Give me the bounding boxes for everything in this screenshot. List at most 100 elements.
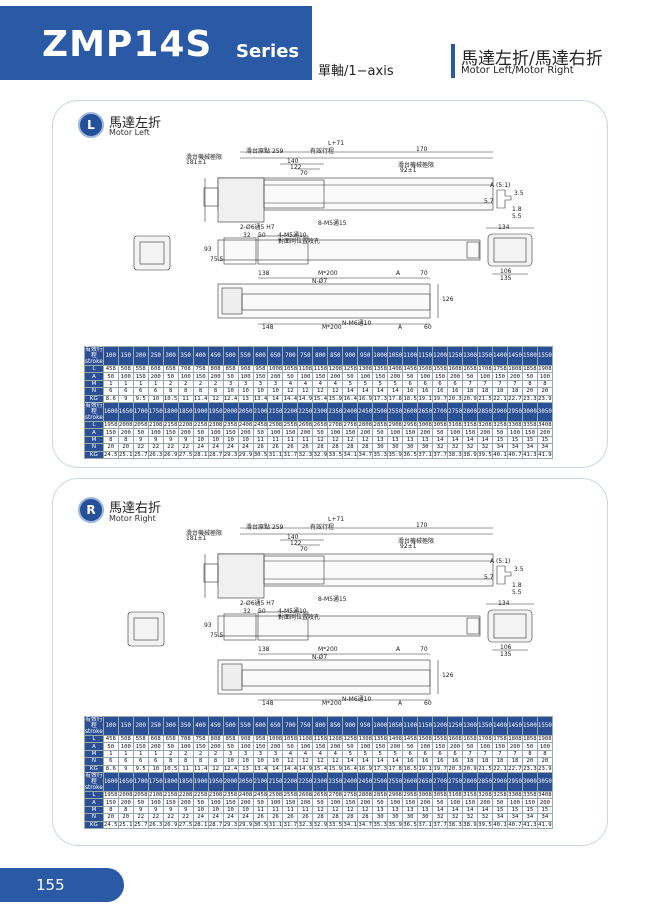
- table-cell: 100: [357, 372, 374, 381]
- page-footer: 155: [0, 868, 124, 902]
- table-cell: 36.5: [402, 820, 419, 829]
- table-cell: 700: [282, 346, 299, 366]
- table-cell: 18.5: [402, 394, 419, 403]
- table-cell: 21.5: [477, 764, 493, 773]
- table-cell: 50: [372, 428, 389, 437]
- table-cell: 50: [102, 372, 119, 381]
- table-cell: 50: [521, 372, 538, 381]
- table-cell: 32: [477, 813, 493, 822]
- table-cell: 2008: [117, 420, 134, 430]
- table-cell: 12: [207, 764, 224, 773]
- table-cell: 2100: [252, 771, 269, 792]
- table-cell: 8: [102, 435, 119, 445]
- table-cell: 2658: [312, 420, 329, 430]
- table-cell: 10: [222, 805, 239, 815]
- table-cell: 10: [147, 394, 164, 403]
- table-cell: 15: [521, 805, 538, 815]
- table-cell: 20: [102, 813, 119, 822]
- table-cell: 1250: [447, 716, 464, 736]
- table-cell: 2: [177, 749, 194, 759]
- row-header: 有效行程 stroke: [84, 401, 104, 422]
- table-cell: 16.9: [357, 394, 374, 403]
- table-cell: 1150: [417, 716, 434, 736]
- table-cell: 32.9: [312, 450, 329, 459]
- table-cell: 18: [462, 757, 479, 766]
- table-cell: 20.3: [447, 394, 464, 403]
- table-cell: 34.1: [342, 450, 359, 459]
- table-cell: 100: [447, 798, 464, 807]
- table-cell: 22: [162, 443, 179, 452]
- dim-label: A: [396, 270, 401, 277]
- table-cell: 3308: [506, 790, 523, 800]
- table-cell: 3408: [536, 420, 553, 430]
- table-cell: 100: [536, 372, 553, 381]
- table-cell: 200: [357, 798, 374, 807]
- table-cell: 3108: [447, 420, 464, 430]
- header-banner: ZMP14S Series: [0, 6, 312, 80]
- table-cell: 34: [492, 813, 508, 822]
- table-cell: 150: [402, 428, 419, 437]
- table-cell: 12: [327, 805, 344, 815]
- table-cell: 30.5: [252, 450, 269, 459]
- table-cell: 13: [237, 764, 254, 773]
- table-cell: 2108: [147, 790, 164, 800]
- table-cell: 28: [327, 443, 344, 452]
- table-cell: 14.9: [297, 394, 314, 403]
- table-cell: 1500: [521, 716, 538, 736]
- table-cell: 15: [536, 805, 553, 815]
- table-cell: 30: [387, 443, 404, 452]
- table-cell: 3: [252, 749, 269, 759]
- table-cell: 21.5: [477, 394, 493, 403]
- dim-label: 60: [424, 324, 432, 331]
- table-cell: 100: [506, 798, 523, 807]
- table-cell: 26: [282, 443, 299, 452]
- table-cell: 458: [102, 364, 119, 374]
- table-cell: 3408: [536, 790, 553, 800]
- table-cell: 19.1: [417, 394, 434, 403]
- table-cell: 858: [222, 364, 239, 374]
- table-cell: 50: [252, 428, 269, 437]
- dim-label: M*200: [322, 700, 342, 707]
- table-cell: 8: [102, 805, 119, 815]
- table-cell: 19.7: [432, 764, 449, 773]
- table-cell: 28: [357, 813, 374, 822]
- dim-label: 1.8: [512, 206, 522, 213]
- dim-label: 5.7: [484, 198, 494, 205]
- table-cell: 2150: [267, 401, 284, 422]
- table-cell: 1258: [342, 364, 359, 374]
- dim-label: A: [398, 324, 403, 331]
- table-cell: 24: [237, 443, 254, 452]
- dim-label: A (5:1): [490, 182, 511, 189]
- table-cell: 13: [372, 435, 389, 445]
- table-cell: 4: [282, 749, 299, 759]
- table-cell: 19.1: [417, 764, 434, 773]
- table-cell: 100: [447, 428, 464, 437]
- table-cell: 8: [162, 757, 179, 766]
- table-cell: 3050: [536, 401, 553, 422]
- table-cell: 40.7: [506, 820, 523, 829]
- table-cell: 7: [506, 749, 523, 759]
- dim-label: 106: [500, 644, 512, 651]
- table-cell: 41.3: [521, 820, 538, 829]
- table-cell: 20: [117, 443, 134, 452]
- table-cell: 17.8: [387, 394, 404, 403]
- table-cell: 30: [387, 813, 404, 822]
- table-cell: 2158: [162, 420, 179, 430]
- table-cell: 39.5: [477, 820, 493, 829]
- table-cell: 37.7: [432, 820, 449, 829]
- table-cell: 30.5: [252, 820, 269, 829]
- table-cell: 200: [536, 428, 553, 437]
- table-cell: 12: [282, 387, 299, 396]
- table-cell: 2758: [342, 420, 359, 430]
- table-cell: 2550: [387, 401, 404, 422]
- row-header: KG: [84, 764, 104, 773]
- table-cell: 3258: [492, 420, 508, 430]
- table-cell: 14.4: [282, 394, 299, 403]
- table-cell: 4: [297, 379, 314, 389]
- table-cell: 50: [192, 798, 209, 807]
- table-cell: 17.3: [372, 764, 389, 773]
- motor-left-drawing: L+71 滑台原點 259 有效行程 170 140 122 70 滑台機械極限…: [0, 138, 660, 338]
- table-cell: 1658: [462, 364, 479, 374]
- table-cell: 30: [372, 813, 389, 822]
- table-cell: 1: [132, 749, 149, 759]
